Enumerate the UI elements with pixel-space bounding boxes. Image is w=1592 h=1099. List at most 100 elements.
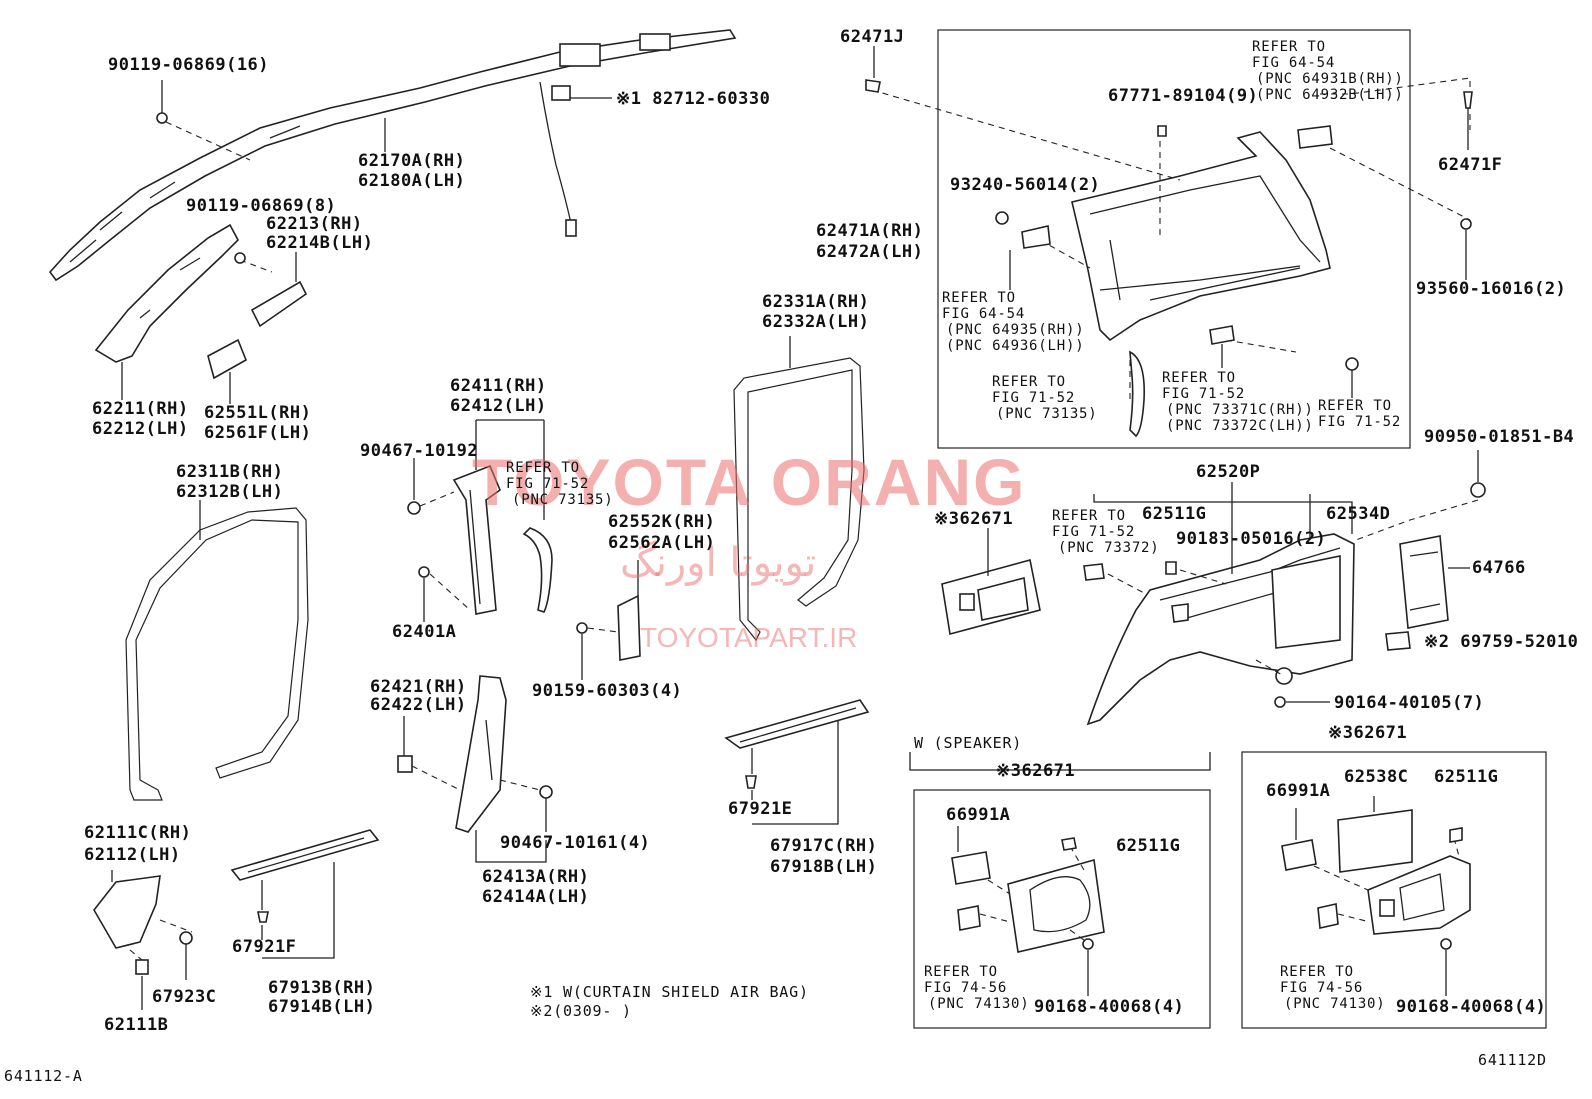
- part-label: ※2 69759-52010: [1424, 632, 1579, 652]
- refer-note: (PNC 73372): [1058, 540, 1160, 556]
- refer-note: (PNC 74130): [928, 996, 1030, 1012]
- part-label: 62562A(LH): [608, 533, 716, 553]
- refer-note: (PNC 64932B(LH)): [1256, 87, 1404, 103]
- part-label: 62211(RH): [92, 399, 189, 419]
- part-label: ※1 82712-60330: [616, 89, 771, 109]
- part-label: 67913B(RH): [268, 978, 376, 998]
- diagram-id-right: 641112D: [1478, 1051, 1547, 1069]
- part-label: 62312B(LH): [176, 482, 284, 502]
- a-pillar-garnish: [94, 223, 308, 404]
- diagram-id-left: 641112-A: [4, 1067, 83, 1085]
- part-label: 62414A(LH): [482, 887, 590, 907]
- scuff-plates: [230, 699, 870, 959]
- part-label: 67921E: [728, 799, 793, 819]
- part-label: 62471F: [1438, 155, 1503, 175]
- part-label: 67918B(LH): [770, 857, 878, 877]
- refer-note: (PNC 74130): [1284, 996, 1386, 1012]
- part-label: ※362671: [996, 761, 1076, 781]
- right-inset-box: [1241, 751, 1547, 1029]
- part-label: 62412(LH): [450, 396, 547, 416]
- part-label: 62520P: [1196, 462, 1261, 482]
- b-pillar-lower: [397, 675, 553, 863]
- part-label: 62471A(RH): [816, 221, 924, 241]
- part-label: 62212(LH): [92, 419, 189, 439]
- part-label: 62170A(RH): [358, 151, 466, 171]
- refer-note: FIG 71-52: [1162, 386, 1246, 402]
- front-door-weatherstrip: [125, 500, 309, 801]
- part-label: 67917C(RH): [770, 836, 878, 856]
- refer-note: REFER TO: [942, 290, 1016, 306]
- speaker-inset-right: [1281, 796, 1471, 996]
- part-label: 62511G: [1434, 767, 1499, 787]
- part-label: 66991A: [1266, 781, 1331, 801]
- center-clips: [576, 560, 641, 680]
- speaker-inset-left: [951, 826, 1105, 996]
- part-label: 62214B(LH): [266, 233, 374, 253]
- part-label: 62552K(RH): [608, 512, 716, 532]
- part-label: 62422(LH): [370, 695, 467, 715]
- part-label: 62401A: [392, 622, 457, 642]
- part-label: 90467-10161(4): [500, 833, 651, 853]
- refer-note: (PNC 64936(LH)): [946, 338, 1085, 354]
- part-label: 90119-06869(16): [108, 55, 270, 75]
- refer-note: FIG 71-52: [1052, 524, 1136, 540]
- refer-note: FIG 71-52: [992, 390, 1076, 406]
- curtain-airbag-illustration: [48, 29, 737, 282]
- speaker-bracket: [909, 752, 1211, 771]
- part-label: 62331A(RH): [762, 292, 870, 312]
- part-label: 62511G: [1116, 836, 1181, 856]
- refer-note: FIG 74-56: [924, 980, 1008, 996]
- refer-note: REFER TO: [992, 374, 1066, 390]
- refer-note: FIG 71-52: [506, 476, 590, 492]
- b-pillar-upper: [407, 419, 553, 622]
- refer-note: FIG 74-56: [1280, 980, 1364, 996]
- part-label: 66991A: [946, 805, 1011, 825]
- part-label: 62111C(RH): [84, 823, 192, 843]
- speaker-inset-box: [913, 789, 1211, 1029]
- quarter-trim-lower: [941, 450, 1486, 726]
- refer-note: (PNC 73372C(LH)): [1166, 418, 1314, 434]
- refer-note: REFER TO: [1162, 370, 1236, 386]
- part-label: 90950-01851-B4: [1424, 427, 1575, 447]
- refer-note: FIG 71-52: [1318, 414, 1402, 430]
- refer-note: REFER TO: [506, 460, 580, 476]
- refer-note: (PNC 73135): [996, 406, 1098, 422]
- inset-right-header: ※362671: [1328, 723, 1408, 743]
- part-label: 62561F(LH): [204, 423, 312, 443]
- part-label: 90183-05016(2): [1176, 529, 1327, 549]
- refer-note: (PNC 64931B(RH)): [1256, 71, 1404, 87]
- refer-note: (PNC 64935(RH)): [946, 322, 1085, 338]
- part-label: 62471J: [840, 27, 905, 47]
- footnote-2: ※2(0309- ): [530, 1002, 632, 1020]
- refer-note: (PNC 73371C(RH)): [1166, 402, 1314, 418]
- part-label: 62213(RH): [266, 214, 363, 234]
- quarter-trim-upper-box: [937, 29, 1411, 449]
- refer-note: REFER TO: [1052, 508, 1126, 524]
- part-label: 67923C: [152, 987, 217, 1007]
- refer-note: FIG 64-54: [1252, 55, 1336, 71]
- part-label: 93240-56014(2): [950, 175, 1101, 195]
- quarter-trim-upper: [865, 46, 1473, 438]
- part-label: 64766: [1472, 558, 1526, 578]
- refer-note: (PNC 73135): [512, 492, 614, 508]
- part-label: 90164-40105(7): [1334, 693, 1485, 713]
- part-label: 67914B(LH): [268, 997, 376, 1017]
- part-label: 90168-40068(4): [1034, 997, 1185, 1017]
- cowl-side-trim: [93, 870, 193, 1010]
- part-label: 90467-10192: [360, 441, 479, 461]
- refer-note: REFER TO: [1318, 398, 1392, 414]
- part-label: 62534D: [1326, 504, 1391, 524]
- part-label: 62180A(LH): [358, 171, 466, 191]
- part-label: 62112(LH): [84, 845, 181, 865]
- refer-note: REFER TO: [1252, 39, 1326, 55]
- part-label: 62472A(LH): [816, 242, 924, 262]
- part-label: 62421(RH): [370, 677, 467, 697]
- part-label: 62413A(RH): [482, 867, 590, 887]
- refer-note: REFER TO: [924, 964, 998, 980]
- part-label: 62538C: [1344, 767, 1409, 787]
- footnote-1: ※1 W(CURTAIN SHIELD AIR BAG): [530, 983, 809, 1001]
- part-label: 93560-16016(2): [1416, 279, 1567, 299]
- part-label: 67771-89104(9): [1108, 86, 1259, 106]
- part-label: 62111B: [104, 1015, 169, 1035]
